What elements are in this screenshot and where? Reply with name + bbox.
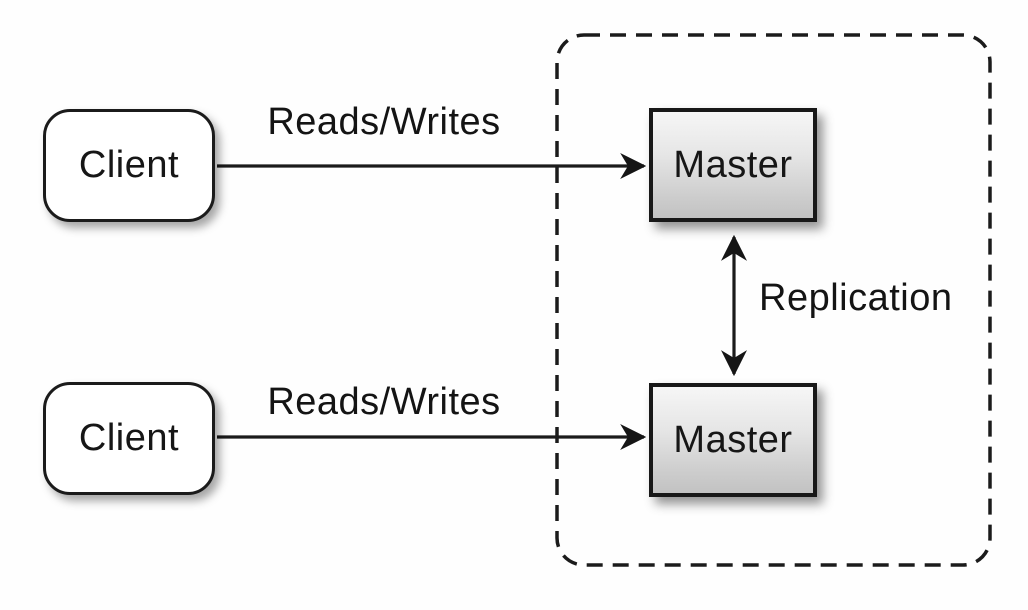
client-node-bottom-label: Client bbox=[78, 417, 180, 459]
replication-label: Replication bbox=[759, 277, 953, 319]
reads-writes-label-bottom: Reads/Writes bbox=[267, 381, 501, 423]
client-node-top-label: Client bbox=[78, 144, 180, 186]
reads-writes-label-top: Reads/Writes bbox=[267, 101, 501, 143]
master-node-top-label: Master bbox=[673, 143, 793, 186]
client-node-top: Client bbox=[43, 109, 215, 222]
client-node-bottom: Client bbox=[43, 382, 215, 495]
master-node-bottom: Master bbox=[649, 383, 817, 497]
master-node-bottom-label: Master bbox=[673, 418, 793, 461]
master-node-top: Master bbox=[649, 108, 817, 222]
